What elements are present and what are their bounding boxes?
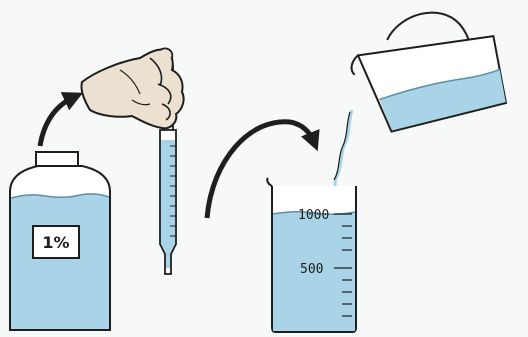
hand (81, 48, 183, 128)
arrow-bottle-to-pipette (40, 97, 74, 146)
pouring-stream-outline (334, 112, 350, 180)
receiving-beaker: 1000 500 (267, 178, 356, 332)
pouring-stream (334, 110, 352, 196)
pouring-beaker (343, 0, 510, 137)
bottle-liquid (11, 194, 109, 329)
bottle-label-text: 1% (42, 233, 69, 252)
bottle-neck (36, 152, 78, 166)
stock-bottle: 1% (10, 152, 110, 330)
beaker-mark-500: 500 (300, 262, 323, 277)
hand-shape (81, 49, 183, 128)
beaker-mark-1000: 1000 (298, 208, 329, 223)
